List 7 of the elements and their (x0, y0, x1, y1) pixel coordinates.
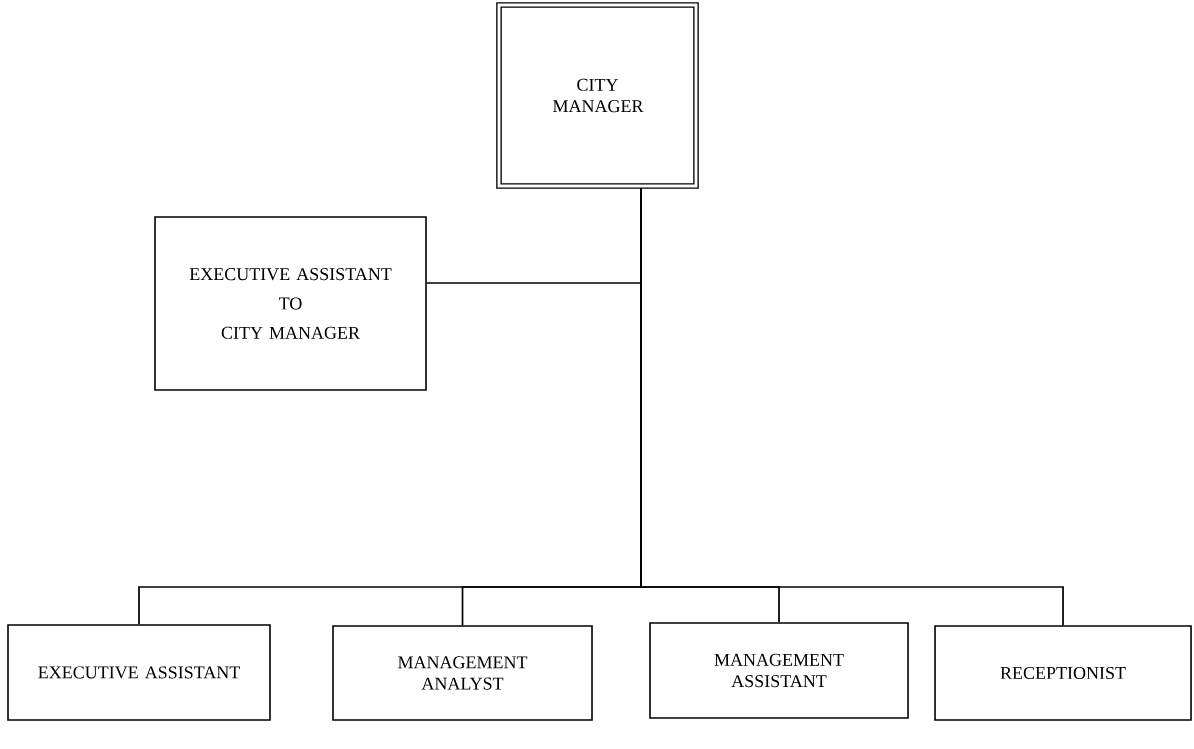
connector-line (640, 187, 1064, 627)
position-box: MANAGEMENT ASSISTANT (649, 622, 909, 719)
position-box: CITY MANAGER (496, 2, 699, 189)
position-box: MANAGEMENT ANALYST (332, 625, 593, 721)
position-box: RECEPTIONIST (934, 625, 1192, 721)
position-box: EXECUTIVE ASSISTANT (7, 624, 271, 721)
position-box: EXECUTIVE ASSISTANT TO CITY MANAGER (154, 216, 427, 391)
